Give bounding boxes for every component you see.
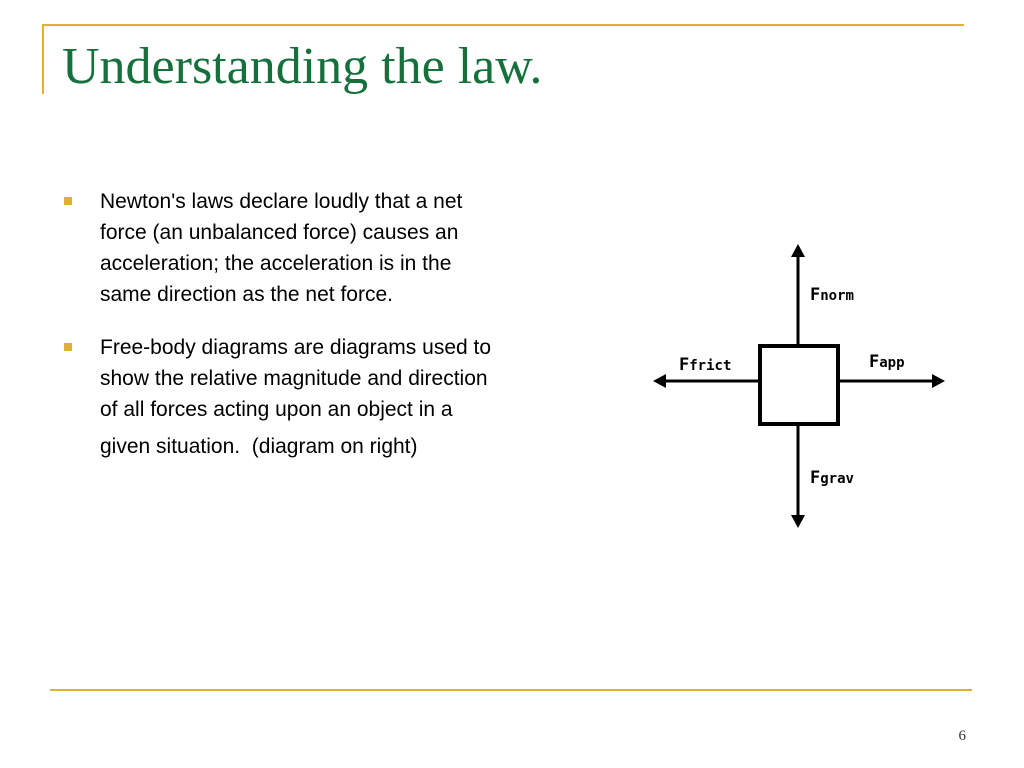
bullet-text: Free-body diagrams are diagrams used to … bbox=[100, 336, 492, 421]
arrow-up-icon bbox=[791, 244, 805, 257]
arrow-heads bbox=[653, 244, 945, 528]
force-label-norm: Fnorm bbox=[810, 285, 854, 305]
page-number: 6 bbox=[958, 728, 967, 744]
force-label-frict: Ffrict bbox=[679, 355, 731, 375]
left-rule bbox=[42, 24, 44, 94]
bullet-item: Free-body diagrams are diagrams used to … bbox=[60, 332, 500, 462]
bullet-tail: given situation. (diagram on right) bbox=[100, 431, 500, 462]
top-rule bbox=[42, 24, 964, 26]
bullet-text: Newton's laws declare loudly that a net … bbox=[100, 190, 463, 306]
slide-title: Understanding the law. bbox=[62, 38, 543, 95]
force-label-grav: Fgrav bbox=[810, 468, 854, 488]
object-box bbox=[758, 344, 840, 426]
force-arrows bbox=[663, 252, 935, 520]
square-bullet-icon bbox=[64, 197, 72, 205]
force-label-app: Fapp bbox=[869, 352, 905, 372]
arrow-right-icon bbox=[932, 374, 945, 388]
bottom-rule bbox=[50, 689, 972, 691]
bullet-tail-note: (diagram on right) bbox=[251, 435, 418, 458]
square-bullet-icon bbox=[64, 343, 72, 351]
arrow-left-icon bbox=[653, 374, 666, 388]
bullet-item: Newton's laws declare loudly that a net … bbox=[60, 186, 500, 310]
arrow-down-icon bbox=[791, 515, 805, 528]
free-body-diagram: Fnorm Ffrict Fapp Fgrav bbox=[653, 244, 945, 528]
bullet-tail-situation: given situation. bbox=[100, 435, 241, 458]
bullet-list: Newton's laws declare loudly that a net … bbox=[60, 186, 500, 484]
